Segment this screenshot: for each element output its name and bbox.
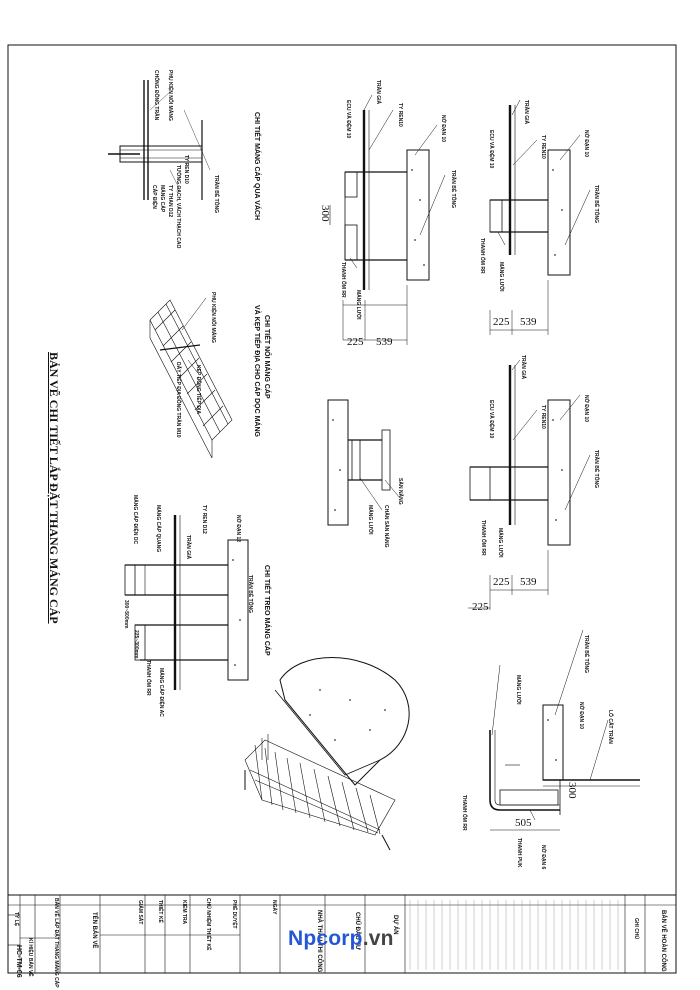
dim-300: 300 (566, 782, 578, 799)
label: TRẦN BÊ TÔNG (247, 575, 253, 614)
label: MÁNG CÁP (159, 185, 165, 213)
label: MÁNG LƯỚI (498, 262, 504, 292)
dim-300-500: 300~500mm (123, 600, 129, 629)
small-label: KIỂM TRA (181, 900, 187, 925)
label: THANH ỐM RR (461, 795, 467, 831)
label: TY REN D10 (183, 155, 189, 184)
label: ECU VÀ ĐỆM 10 (488, 130, 494, 169)
label: CHÂN SÀN NÂNG (383, 505, 389, 548)
label: TRẦN BÊ TÔNG (593, 185, 599, 224)
drawing-name: BẢN VẼ LẮP ĐẶT THANG MÁNG CÁP (53, 898, 59, 988)
sheet-label: KÍ HIỆU BẢN VẼ (27, 938, 33, 977)
sheet-title: BẢN VẼ CHI TIẾT LẮP ĐẶT THANG MÁNG CÁP (47, 352, 61, 624)
label: TRẦN BÊ TÔNG (583, 635, 589, 674)
scale-label: TỶ LỆ (13, 912, 19, 927)
project-label: BẢN VẼ HOÀN CÔNG (660, 910, 666, 972)
label: KẸP ĐỒNG TIẾP ĐỊA (195, 365, 201, 414)
detail-hanger-dc-ac (124, 515, 249, 690)
dim-225-300: 225~300mm (133, 630, 139, 659)
watermark: Npcorp.vn (288, 927, 394, 951)
leader-lines (181, 94, 609, 821)
label: TY REN10 (540, 405, 546, 429)
dim-539: 539 (376, 336, 393, 348)
detail-title-dc-ac: CHI TIẾT TREO MÁNG CÁP (263, 565, 270, 656)
watermark-suffix: .vn (362, 927, 394, 950)
label: TRẦN BÊ TÔNG (450, 170, 456, 209)
dim-300: 300 (319, 205, 331, 222)
label: TY REN D12 (201, 505, 207, 534)
title-block-hatch (409, 900, 619, 970)
label: THANH ỐM RR (480, 520, 486, 556)
label: TY REN10 (540, 135, 546, 159)
label: TY REN10 (397, 103, 403, 127)
detail-wall-bracket (489, 704, 640, 831)
dim-225: 225 (493, 316, 510, 328)
label: PHỤ KIỆN NỐI MÁNG (167, 70, 173, 121)
label: TRẦN GIẢ (520, 355, 526, 380)
label: SÀN NÂNG (397, 478, 403, 505)
sheet-border (7, 44, 677, 974)
label: THANH ỐM RR (479, 238, 485, 274)
label: LỖ CẮT TRẦN (607, 710, 613, 744)
label: NỞ ĐẠN 10 (583, 395, 589, 423)
label: PHỤ KIỆN NỐI MÁNG (210, 292, 216, 343)
label: TƯỜNG GẠCH, VÁCH THẠCH CAO (175, 165, 181, 249)
detail-title-joint-a: CHI TIẾT NỐI MÁNG CÁP (263, 315, 270, 399)
dim-539: 539 (520, 576, 537, 588)
label: TY THAN D12 (167, 185, 173, 218)
label: TRẦN BÊ TÔNG (593, 450, 599, 489)
label: ECU VÀ ĐỆM 10 (488, 400, 494, 439)
label: NỞ ĐẠN 10 (440, 115, 446, 143)
project-sub: GHI CHÚ (633, 918, 639, 940)
label: TRẦN GIẢ (375, 80, 381, 105)
label: MÁNG CÁP ĐIỆN AC (158, 668, 164, 717)
dim-505: 505 (515, 817, 532, 829)
small-label: GIÁM SÁT (137, 900, 143, 925)
detail-tray-joint (149, 299, 233, 459)
label: NỞ ĐẠN 10 (578, 702, 584, 730)
label: TRẦN BÊ TÔNG (213, 175, 219, 214)
label: MÁNG CÁP ĐIỆN DC (132, 495, 138, 545)
label: MÁNG CÁP QUANG (155, 505, 161, 553)
label: DÂY TIẾP ĐỊA ĐỒNG TRẦN M10 (175, 362, 181, 438)
dim-539: 539 (520, 316, 537, 328)
small-label: NGÀY (271, 900, 277, 915)
label: NỞ ĐẠN 6 (540, 845, 546, 870)
label: TRẦN GIẢ (185, 535, 191, 560)
detail-floor-support (327, 399, 391, 526)
detail-hanger-third (468, 365, 571, 610)
label: MÁNG LƯỚI (355, 290, 361, 320)
label: ECU VÀ ĐỆM 10 (345, 100, 351, 139)
detail-hanger-double (329, 110, 430, 345)
concrete-speckle (232, 169, 563, 761)
label: MÁNG LƯỚI (497, 528, 503, 558)
label: THANH ỐM RR (340, 262, 346, 298)
small-label: THIẾT KẾ (157, 900, 163, 923)
label: NỞ ĐẠN 12 (235, 515, 241, 543)
detail-title-joint-b: VÀ KẸP TIẾP ĐỊA CHO CÁP DỌC MÁNG (253, 305, 260, 437)
sheet-number: HC-TM-06 (15, 945, 22, 978)
title-block-grid (8, 895, 646, 973)
small-label: CHỦ NHIỆM THIẾT KẾ (205, 898, 211, 951)
dim-225: 225 (493, 576, 510, 588)
label: MÁNG LƯỚI (367, 505, 373, 535)
label: THANH PUK (516, 838, 522, 868)
drawing-name-label: TÊN BẢN VẼ (91, 912, 97, 949)
label: CÁP ĐIỆN (151, 185, 157, 209)
detail-through-wall (108, 80, 211, 200)
detail-3d-tray (244, 657, 410, 851)
label: MÁNG LƯỚI (515, 675, 521, 705)
dim-225: 225 (347, 336, 364, 348)
dim-225: 225 (472, 601, 489, 613)
small-label: PHÊ DUYỆT (231, 900, 237, 929)
label: TRẦN GIẢ (523, 100, 529, 125)
label: THANH ỐM RR (145, 660, 151, 696)
watermark-main: Npcorp (288, 927, 363, 950)
detail-title-through-wall: CHI TIẾT MÁNG CÁP QUA VÁCH (253, 112, 260, 221)
detail-hanger-single (489, 105, 571, 335)
label: NỞ ĐẠN 10 (583, 130, 589, 158)
label: CHỐNG ĐỒNG TRẦN (153, 70, 159, 121)
